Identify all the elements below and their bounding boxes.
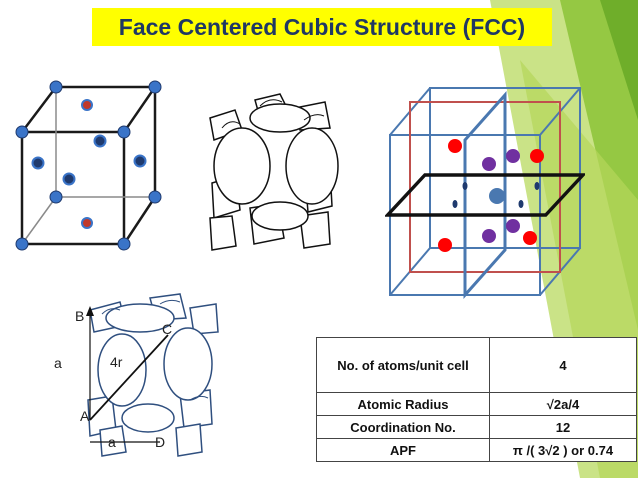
table-row: Atomic Radius √2a/4 [316, 392, 637, 416]
label-a-point: A [80, 408, 90, 424]
fcc-lattice-points-diagram [15, 80, 162, 251]
table-row: APF π /( 3√2 ) or 0.74 [316, 438, 637, 462]
property-cell: No. of atoms/unit cell [316, 337, 490, 393]
label-a-left: a [54, 355, 62, 371]
table-row: Coordination No. 12 [316, 415, 637, 439]
value-cell: √2a/4 [489, 392, 637, 416]
label-4r: 4r [110, 354, 123, 370]
property-cell: APF [316, 438, 490, 462]
label-b: B [75, 308, 85, 324]
label-c: C [162, 321, 173, 337]
fcc-face-diagonal-diagram [86, 293, 219, 457]
label-d: D [155, 434, 166, 450]
table-row: No. of atoms/unit cell 4 [316, 337, 637, 393]
fcc-planes-diagram [385, 87, 585, 299]
value-cell: π /( 3√2 ) or 0.74 [489, 438, 637, 462]
fcc-sphere-packing-diagram [209, 93, 339, 251]
fcc-properties-table: No. of atoms/unit cell 4 Atomic Radius √… [316, 337, 637, 462]
property-cell: Atomic Radius [316, 392, 490, 416]
value-cell: 4 [489, 337, 637, 393]
title-banner: Face Centered Cubic Structure (FCC) [92, 8, 552, 46]
page-title: Face Centered Cubic Structure (FCC) [118, 13, 526, 40]
property-cell: Coordination No. [316, 415, 490, 439]
value-cell: 12 [489, 415, 637, 439]
label-a-bottom: a [108, 434, 116, 450]
